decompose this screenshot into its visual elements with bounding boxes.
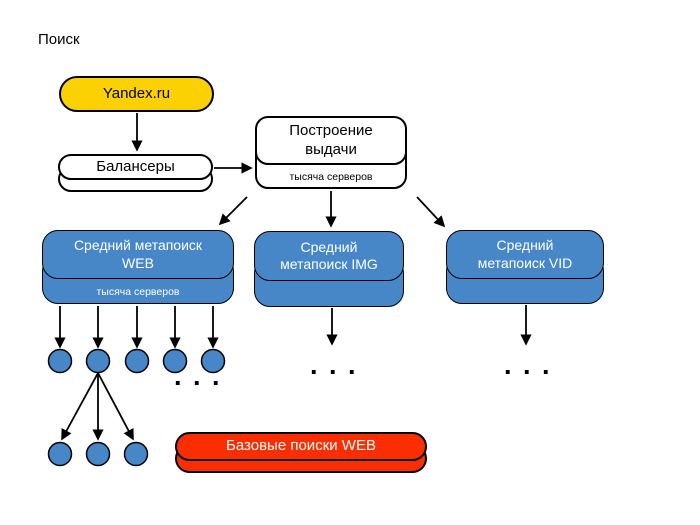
node-base-web-label: Базовые поиски WEB bbox=[226, 437, 376, 455]
node-meta-web-sublabel: тысяча серверов bbox=[96, 285, 180, 298]
node-meta-vid-card: Средний метапоиск VID bbox=[446, 230, 604, 279]
node-serp-builder: Построение выдачи тысяча серверов bbox=[255, 116, 407, 189]
ellipsis-web: . . . bbox=[174, 361, 222, 391]
node-balancers-label: Балансеры bbox=[96, 157, 175, 175]
base-leaf-circle-2 bbox=[85, 441, 111, 467]
node-meta-vid: Средний метапоиск VID bbox=[446, 230, 604, 304]
ellipsis-vid: . . . bbox=[504, 350, 552, 380]
node-yandex-label: Yandex.ru bbox=[102, 84, 171, 102]
node-serp-builder-card: Построение выдачи bbox=[255, 116, 407, 165]
node-meta-img: Средний метапоиск IMG bbox=[254, 231, 404, 307]
node-meta-vid-label: Средний метапоиск VID bbox=[477, 237, 573, 271]
node-meta-img-card: Средний метапоиск IMG bbox=[254, 231, 404, 281]
web-leaf-circle-3 bbox=[124, 348, 150, 374]
node-balancers-card: Балансеры bbox=[58, 154, 213, 180]
node-serp-builder-sublabel: тысяча серверов bbox=[289, 171, 373, 183]
web-leaf-circle-2 bbox=[85, 348, 111, 374]
web-leaf-circle-1 bbox=[47, 348, 73, 374]
node-yandex: Yandex.ru bbox=[59, 76, 214, 112]
arrow-leaf2-to-base-3 bbox=[97, 372, 134, 441]
node-meta-web-card: Средний метапоиск WEB bbox=[42, 230, 234, 279]
node-serp-builder-label: Построение выдачи bbox=[289, 122, 373, 158]
base-leaf-circle-3 bbox=[123, 441, 149, 467]
node-base-web-card: Базовые поиски WEB bbox=[175, 432, 427, 461]
arrow-leaf2-to-base-1 bbox=[61, 372, 99, 441]
arrow-serp-builder-to-meta-web bbox=[218, 196, 248, 226]
node-base-web: Базовые поиски WEB bbox=[175, 432, 427, 474]
node-meta-web: Средний метапоиск WEB тысяча серверов bbox=[42, 230, 234, 304]
node-balancers: Балансеры bbox=[58, 154, 213, 192]
diagram-title: Поиск bbox=[38, 31, 80, 48]
node-meta-web-label: Средний метапоиск WEB bbox=[73, 237, 203, 271]
base-leaf-circle-1 bbox=[47, 441, 73, 467]
node-meta-img-label: Средний метапоиск IMG bbox=[280, 238, 378, 272]
node-yandex-card: Yandex.ru bbox=[59, 76, 214, 112]
ellipsis-img: . . . bbox=[310, 350, 358, 380]
arrow-serp-builder-to-meta-vid bbox=[416, 196, 446, 228]
